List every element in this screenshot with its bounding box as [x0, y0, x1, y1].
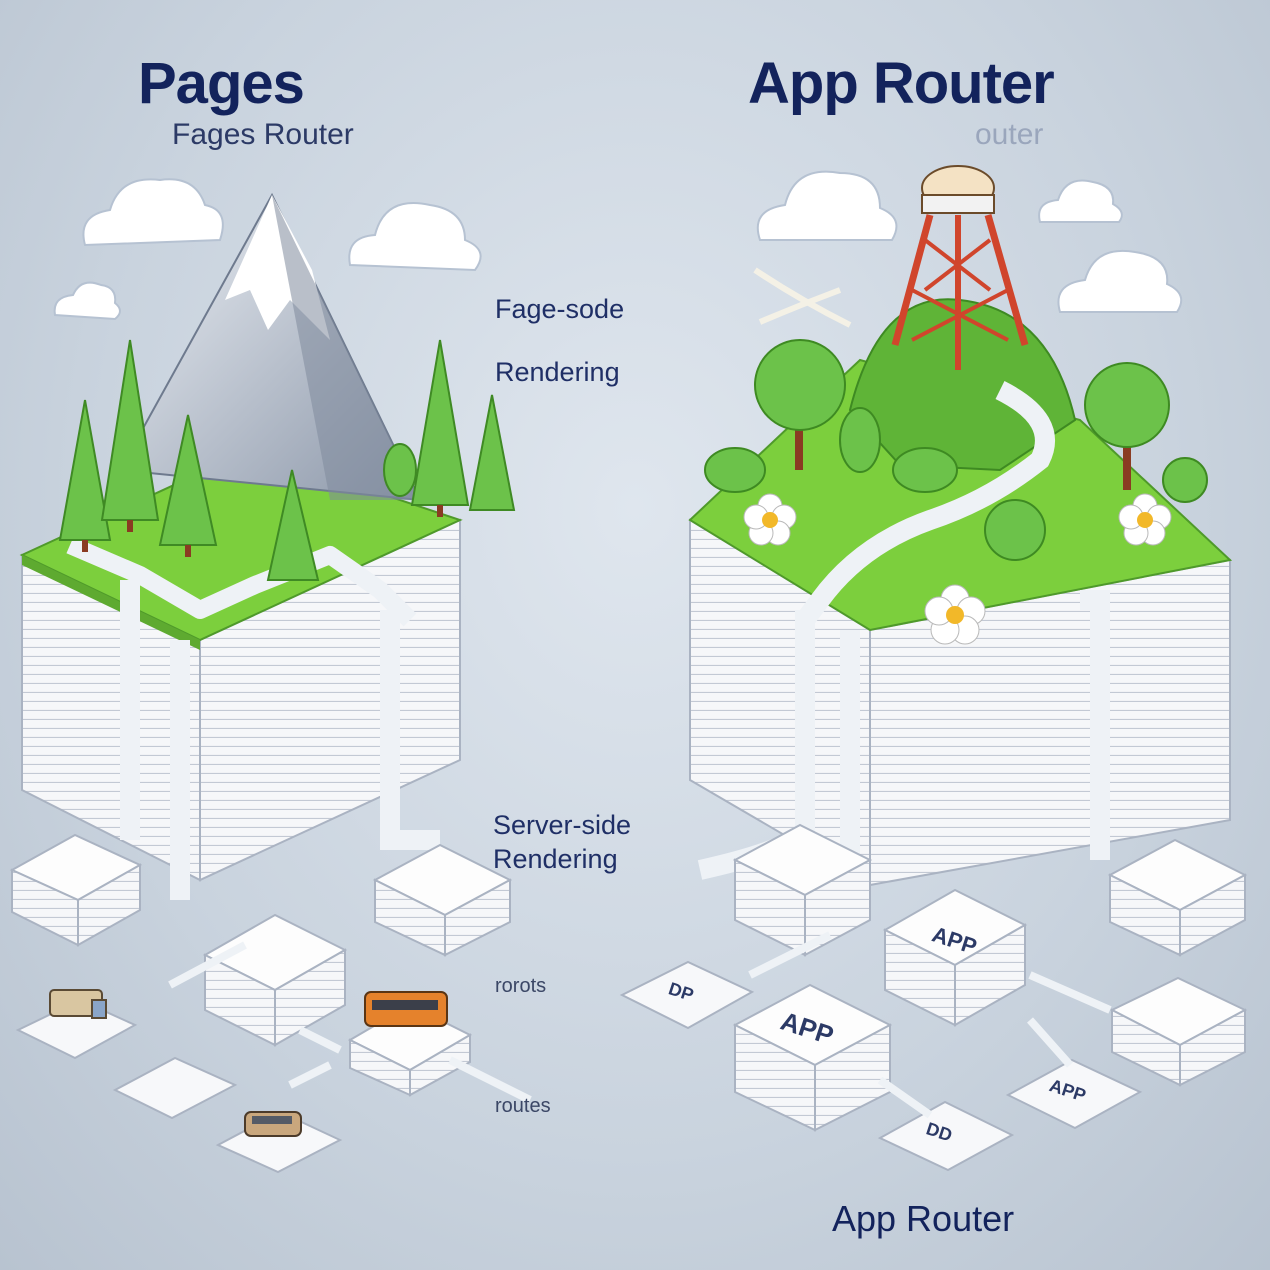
paper-stack-icon: [732, 823, 1248, 1132]
cloud-icon: [756, 170, 1183, 313]
round-tree-icon: [704, 339, 1208, 561]
pine-tree-icon: [58, 339, 516, 581]
pages-subtitle: Fages Router: [172, 118, 354, 151]
label-routes: routes: [495, 1095, 551, 1117]
note-server-side-line2: Rendering: [493, 844, 618, 874]
car-icon: [244, 1111, 302, 1137]
cloud-icon: [53, 178, 482, 321]
paper-stack-icon: [9, 833, 513, 1097]
app-router-footer: App Router: [832, 1198, 1015, 1239]
tower-icon: [891, 165, 1029, 370]
note-page-side-line2: Rendering: [495, 357, 620, 387]
mountain-icon: [118, 192, 422, 502]
app-router-title: App Router: [748, 51, 1055, 116]
pages-title: Pages: [138, 51, 305, 116]
truck-icon: [49, 989, 107, 1019]
label-rorots: rorots: [495, 975, 547, 997]
note-server-side-line1: Server-side: [493, 810, 632, 840]
bus-icon: [364, 991, 448, 1027]
route-tile: [619, 931, 1143, 1172]
flower-icon: [743, 493, 1172, 645]
pages-router-block: [19, 448, 463, 900]
plane-icon: [753, 267, 852, 328]
note-page-side-line1: Fage-sode: [495, 294, 625, 324]
app-router-subtitle: outer: [975, 118, 1044, 151]
